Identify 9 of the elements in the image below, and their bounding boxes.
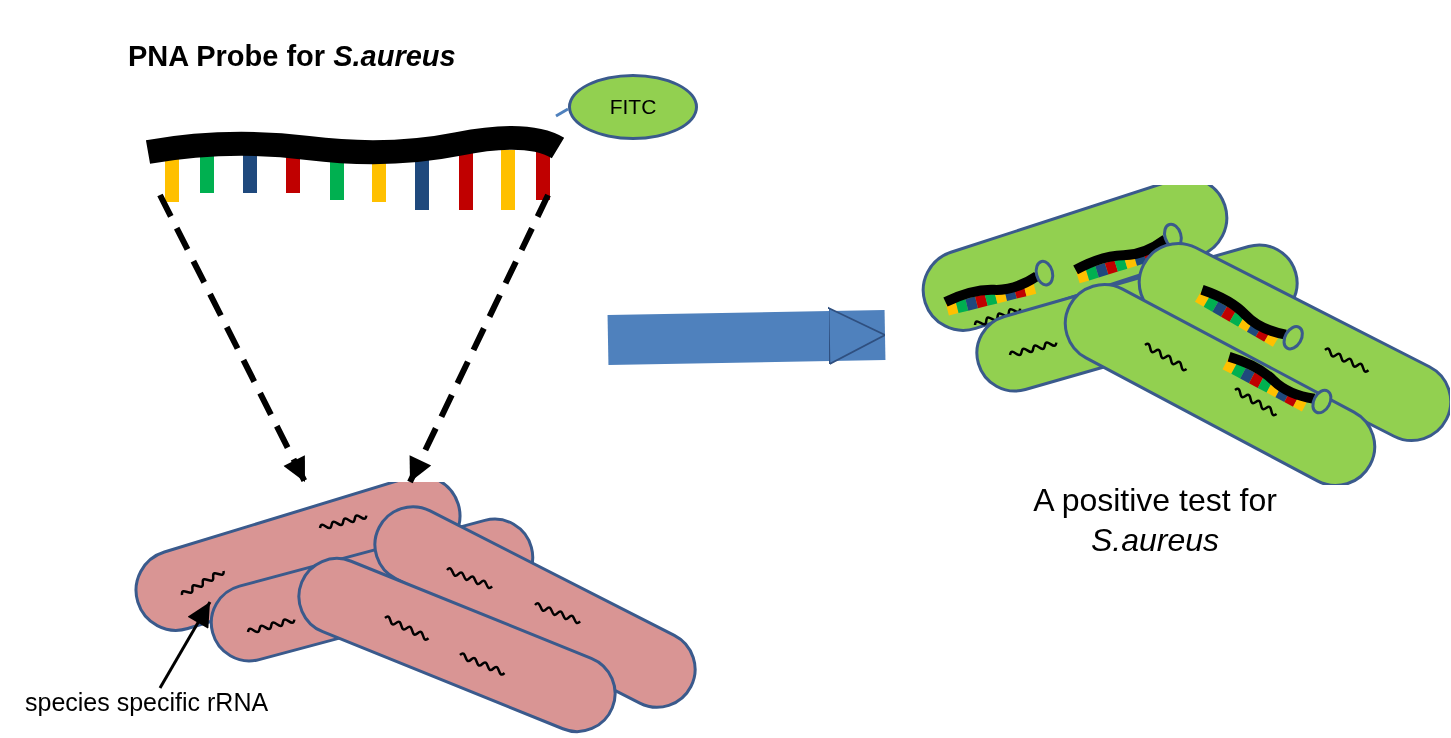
node-label: A positive test for S.aureus <box>1032 481 1278 560</box>
probe-title: PNA Probe for S.aureus <box>128 40 456 73</box>
dashed-arrow <box>407 193 551 484</box>
linker-line <box>555 107 569 118</box>
callout-label: species specific rRNA <box>25 688 269 716</box>
label-ellipse: FITC <box>568 74 698 140</box>
dashed-arrow <box>157 193 308 484</box>
block-arrow <box>607 307 886 365</box>
arrow <box>158 601 212 689</box>
